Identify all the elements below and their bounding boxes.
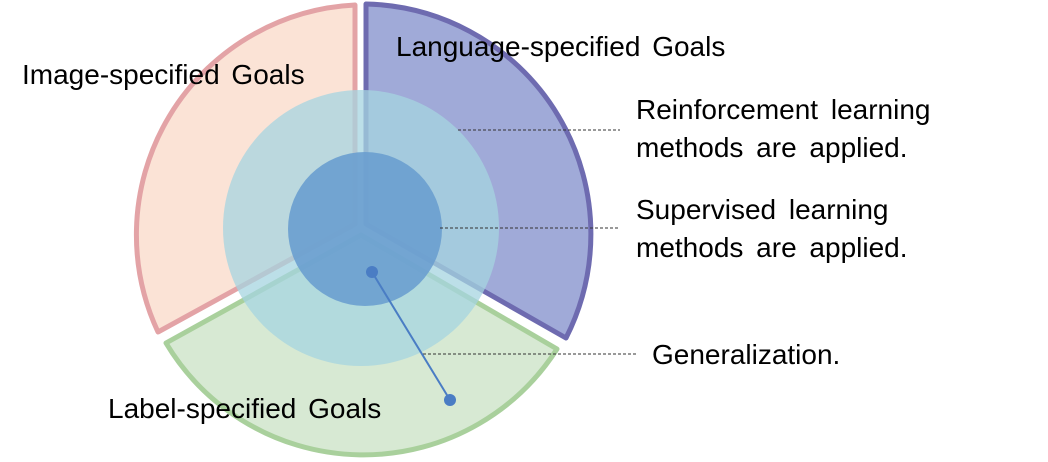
generalization-annotation: Generalization. [652,339,841,370]
reinforcement-line1: Reinforcement learning [636,94,931,125]
generalization-pointer-line [371,271,451,401]
reinforcement-line2: methods are applied. [636,132,908,163]
pointer-end-dot [444,394,456,406]
language-goals-label: Language-specified Goals [396,31,726,62]
label-goals-label: Label-specified Goals [108,393,382,424]
reinforcement-annotation: Reinforcement learning methods are appli… [636,91,931,167]
supervised-line2: methods are applied. [636,232,908,263]
supervised-line1: Supervised learning [636,194,889,225]
supervised-learning-circle [288,152,442,306]
image-goals-label: Image-specified Goals [22,59,305,90]
pointer-start-dot [366,266,378,278]
supervised-annotation: Supervised learning methods are applied. [636,191,908,267]
